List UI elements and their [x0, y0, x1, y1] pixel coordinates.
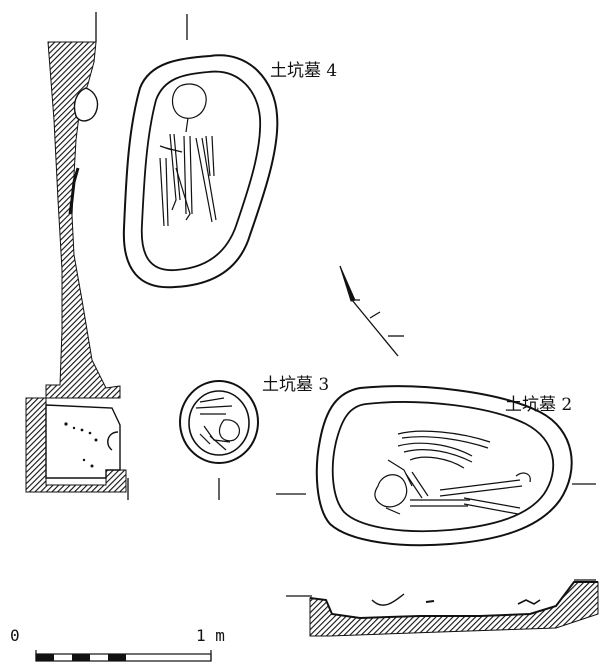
lower-pit-floor — [45, 404, 121, 479]
grave-3: 土坑墓 3 — [179, 375, 329, 500]
scale-bar: 0 1 m — [10, 626, 225, 662]
pit-bone-fragments — [64, 422, 98, 468]
north-arrow-icon — [339, 265, 404, 357]
section-bone-bar — [425, 600, 435, 603]
grave3-bones — [195, 397, 241, 451]
grave3-label: 土坑墓 3 — [262, 375, 329, 395]
scale-segment-1 — [36, 654, 54, 661]
section-bone-curve — [371, 593, 405, 606]
scale-segment-3 — [108, 654, 126, 661]
grave4-inner-outline — [140, 70, 262, 271]
left-wall-section — [25, 12, 129, 500]
grave4-skeleton — [159, 83, 217, 227]
grave2-cross-section — [286, 579, 599, 637]
grave4-label: 土坑墓 4 — [270, 61, 337, 81]
scale-segment-2 — [72, 654, 90, 661]
grave-4: 土坑墓 4 — [122, 14, 337, 289]
grave3-inner-outline — [188, 390, 250, 456]
grave4-skull — [171, 83, 207, 119]
pit-bone-curve — [107, 431, 119, 451]
grave2-inner-outline — [331, 401, 555, 533]
grave2-skull — [374, 474, 408, 508]
section-bone-cluster — [517, 599, 541, 605]
section-hatching — [309, 581, 599, 637]
grave2-label: 土坑墓 2 — [505, 395, 572, 415]
wall-pocket-outline — [73, 87, 99, 122]
section-profile-line — [309, 581, 598, 620]
scale-start-label: 0 — [10, 626, 20, 645]
wall-crack — [68, 167, 80, 215]
scale-end-label: 1 m — [196, 626, 225, 645]
grave-2: 土坑墓 2 — [276, 385, 596, 547]
grave2-skeleton — [374, 430, 531, 515]
